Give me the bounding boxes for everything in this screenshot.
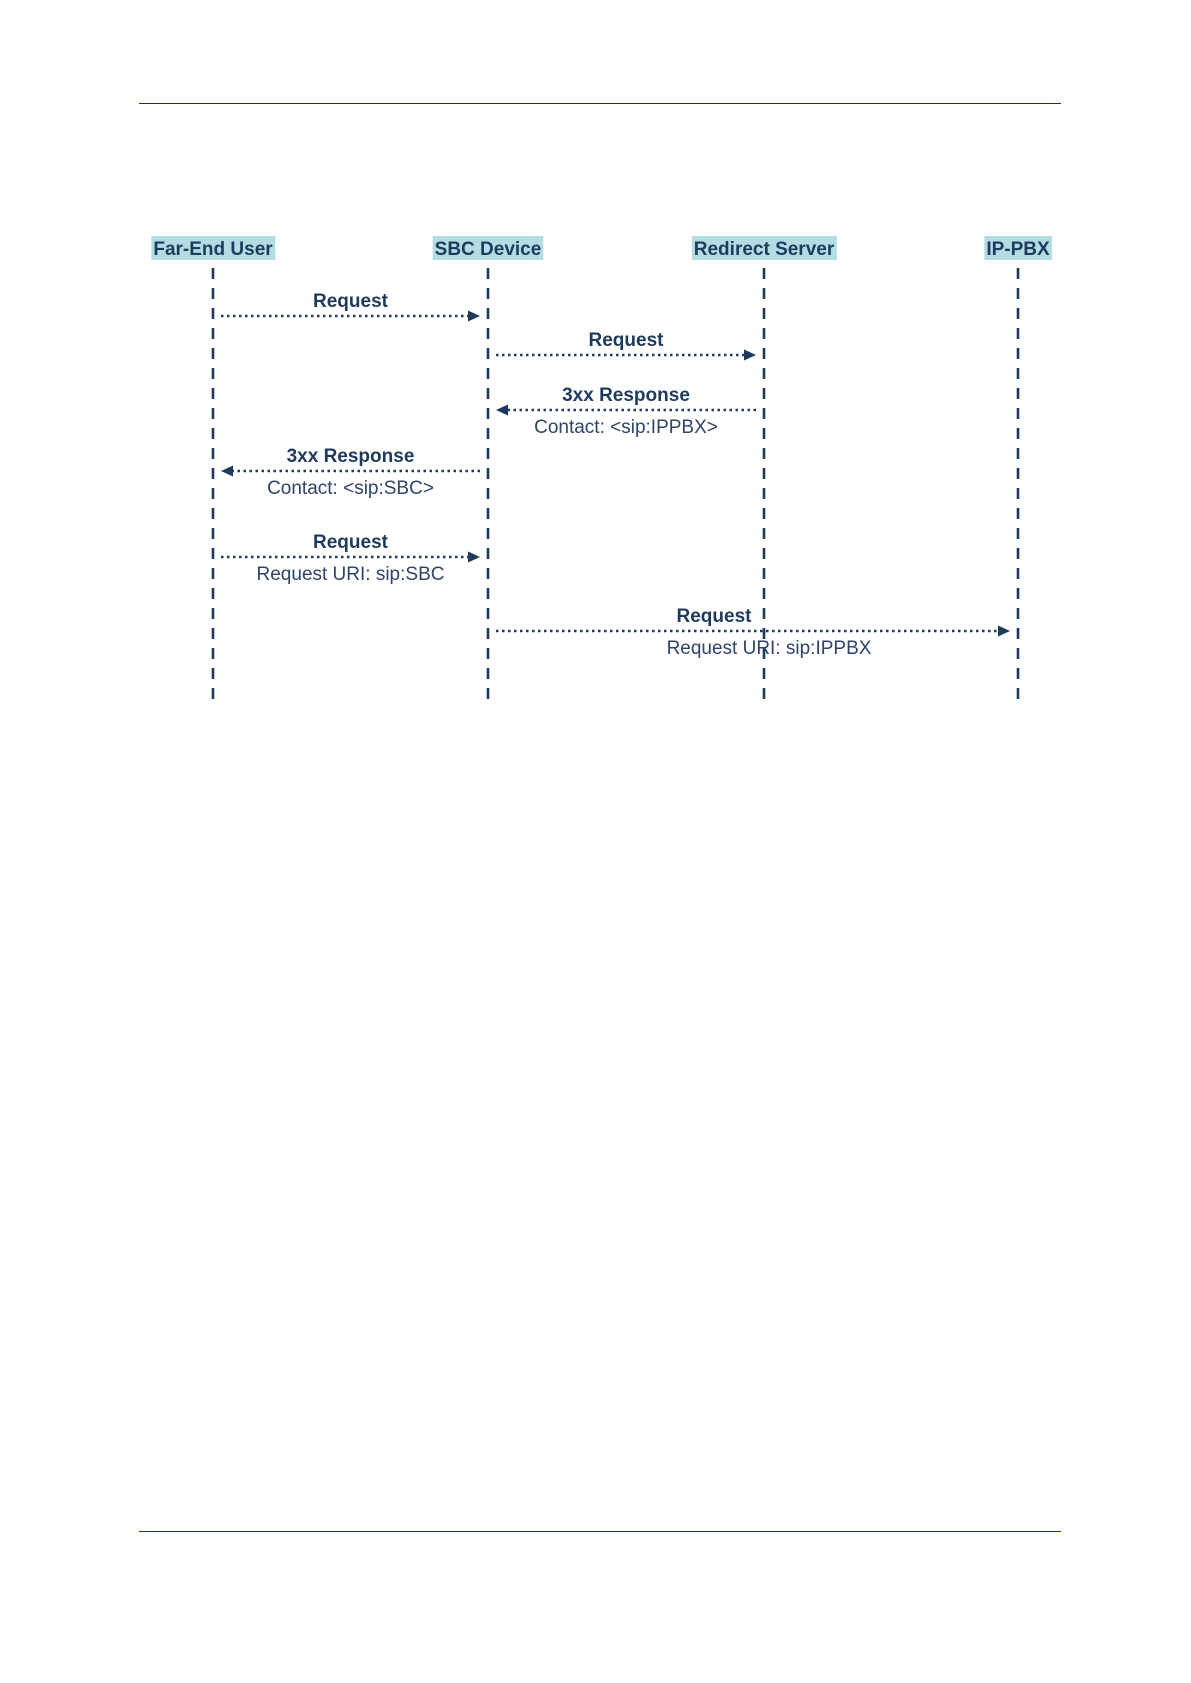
footer-rule [139, 1531, 1061, 1532]
participant-ip-pbx: IP-PBX [984, 236, 1052, 260]
message-sublabel: Contact: <sip:SBC> [267, 478, 434, 499]
participant-sbc-device: SBC Device [433, 236, 544, 260]
sequence-diagram: Far-End User SBC Device Redirect Server IP-… [0, 0, 1191, 760]
message-label: 3xx Response [287, 446, 415, 467]
message-label: Request [313, 532, 389, 553]
message-1: Request [221, 291, 480, 322]
participant-redirect-server: Redirect Server [692, 236, 837, 260]
participant-label: Far-End User [153, 239, 273, 260]
participant-label: SBC Device [435, 239, 542, 260]
message-2: Request [496, 330, 756, 361]
participant-label: Redirect Server [694, 239, 835, 260]
arrowhead-icon [468, 552, 480, 563]
participant-far-end-user: Far-End User [151, 236, 275, 260]
arrowhead-icon [744, 350, 756, 361]
arrowhead-icon [998, 626, 1010, 637]
message-label: Request [677, 606, 753, 627]
arrowhead-icon [221, 466, 233, 477]
message-label: Request [589, 330, 665, 351]
message-label: Request [313, 291, 389, 312]
participants: Far-End User SBC Device Redirect Server IP-… [151, 236, 1052, 260]
message-label: 3xx Response [562, 385, 690, 406]
message-sublabel: Request URI: sip:IPPBX [667, 638, 872, 659]
participant-label: IP-PBX [986, 239, 1050, 260]
arrowhead-icon [468, 311, 480, 322]
arrowhead-icon [496, 405, 508, 416]
message-sublabel: Request URI: sip:SBC [257, 564, 445, 585]
message-sublabel: Contact: <sip:IPPBX> [534, 417, 718, 438]
